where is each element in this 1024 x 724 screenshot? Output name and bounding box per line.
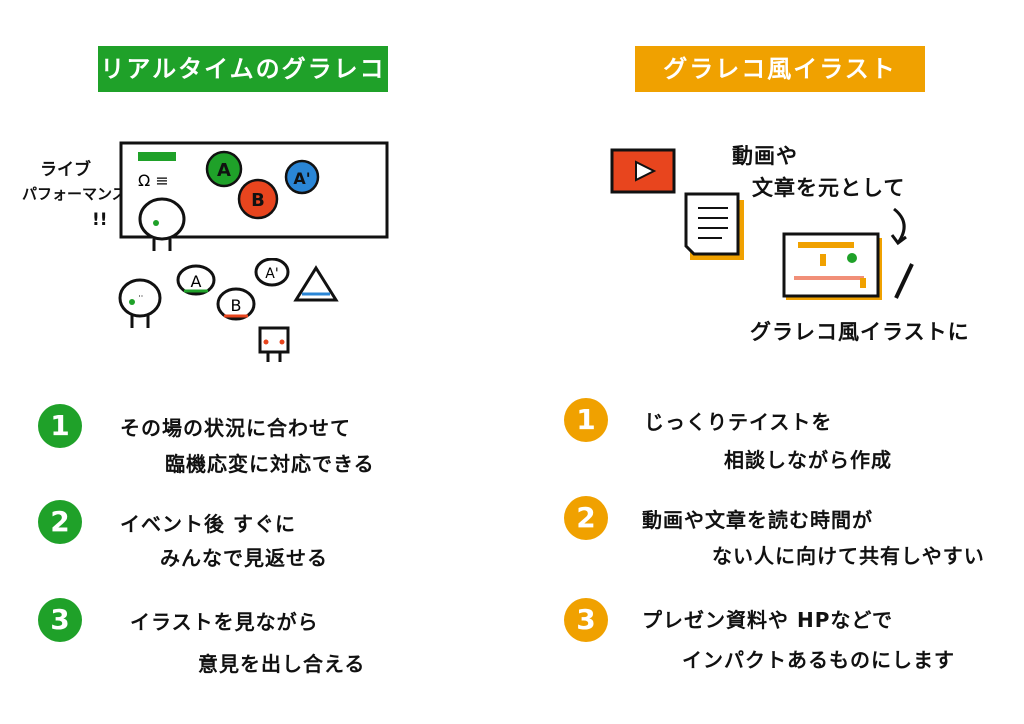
bubble-b-icon xyxy=(237,178,279,220)
audience-illustration: ᐧᐧ A B A' xyxy=(118,258,339,362)
right-item-3-number: 3 xyxy=(564,598,608,642)
board-glyph: Ω ≡ xyxy=(138,171,169,190)
caption-bottom: グラレコ風イラストに xyxy=(750,320,970,344)
bubble-a-icon xyxy=(205,150,243,188)
left-column: リアルタイムのグラレコ ライブ パフォーマンス !! Ω ≡ A B A' ᐧᐧ… xyxy=(22,46,389,676)
bubble-a-prime-icon xyxy=(284,159,320,195)
right-item-1-line-2: 相談しながら作成 xyxy=(724,448,892,472)
right-item-2-number: 2 xyxy=(564,496,608,540)
right-column: グラレコ風イラスト 動画や 文章を元として グラレコ風イラストに 1 じっくりテ… xyxy=(512,0,1024,724)
right-item-1-line-1: じっくりテイストを xyxy=(644,410,833,434)
caption-top-line-1: 動画や xyxy=(732,144,798,168)
right-item-2-line-2: ない人に向けて共有しやすい xyxy=(712,544,985,568)
bubble-a-label: A xyxy=(217,160,231,181)
caption-top-line-2: 文章を元として xyxy=(752,176,906,200)
live-note-line-3: !! xyxy=(92,210,108,230)
right-header-banner: グラレコ風イラスト xyxy=(635,46,925,92)
bubble-a-prime-label: A' xyxy=(293,169,310,188)
left-item-1-line-2: 臨機応変に対応できる xyxy=(165,452,375,476)
speech-b-label: B xyxy=(231,296,242,315)
speech-a-label: A xyxy=(191,272,202,291)
document-icon xyxy=(684,192,744,260)
right-item-3-line-1: プレゼン資料や HPなどで xyxy=(642,608,893,632)
left-item-3-line-1: イラストを見ながら xyxy=(130,610,319,634)
left-item-2-line-2: みんなで見返せる xyxy=(160,546,328,570)
curved-arrow-icon xyxy=(890,207,907,246)
presenter-icon xyxy=(138,197,186,251)
live-note-line-1: ライブ xyxy=(40,160,91,180)
right-item-3-line-2: インパクトあるものにします xyxy=(682,648,955,672)
left-item-3-line-2: 意見を出し合える xyxy=(198,652,366,676)
live-note-line-2: パフォーマンス xyxy=(22,185,127,203)
right-item-1-number: 1 xyxy=(564,398,608,442)
video-play-icon xyxy=(610,148,676,194)
tablet-illustration xyxy=(782,232,882,300)
left-item-2-line-1: イベント後 すぐに xyxy=(120,512,296,536)
left-header-banner: リアルタイムのグラレコ xyxy=(98,46,388,92)
svg-text:ᐧᐧ: ᐧᐧ xyxy=(138,292,143,303)
right-item-2-line-1: 動画や文章を読む時間が xyxy=(642,508,873,532)
left-item-2-number: 2 xyxy=(38,500,82,544)
pen-icon xyxy=(894,263,914,299)
left-item-1-number: 1 xyxy=(38,404,82,448)
bubble-b-label: B xyxy=(251,190,265,211)
left-item-3-number: 3 xyxy=(38,598,82,642)
board-marker-green xyxy=(138,152,176,161)
left-item-1-line-1: その場の状況に合わせて xyxy=(120,416,351,440)
speech-a-prime-label: A' xyxy=(265,266,278,282)
